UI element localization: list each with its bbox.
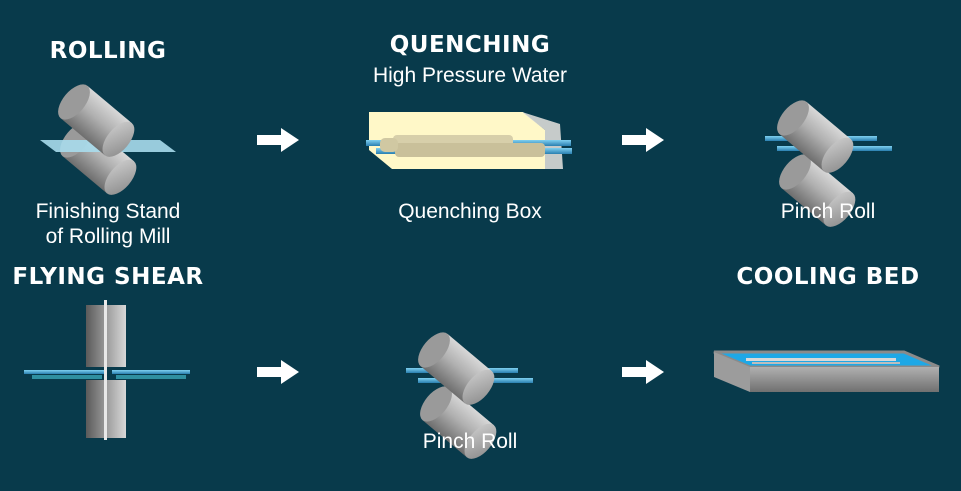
- arrow-right-icon: [622, 128, 664, 152]
- rolling-stand-icon: [40, 78, 176, 201]
- cooling-bed-title: COOLING BED: [736, 264, 919, 290]
- pinch-roll-2-caption: Pinch Roll: [423, 430, 518, 453]
- flying-shear-title: FLYING SHEAR: [12, 264, 203, 290]
- quenching-caption: Quenching Box: [398, 200, 542, 223]
- rolling-title: ROLLING: [50, 38, 167, 64]
- cooling-bed-icon: [713, 350, 940, 392]
- quenching-box-icon: [366, 112, 572, 169]
- flying-shear-icon: [24, 300, 190, 440]
- quenching-subtitle: High Pressure Water: [373, 64, 567, 87]
- arrow-right-icon: [257, 360, 299, 384]
- arrow-right-icon: [622, 360, 664, 384]
- arrow-right-icon: [257, 128, 299, 152]
- quenching-title: QUENCHING: [390, 32, 551, 58]
- pinch-roll-1-caption: Pinch Roll: [781, 200, 876, 223]
- rolling-caption-line1: Finishing Stand: [36, 200, 181, 223]
- rolling-caption-line2: of Rolling Mill: [46, 225, 171, 248]
